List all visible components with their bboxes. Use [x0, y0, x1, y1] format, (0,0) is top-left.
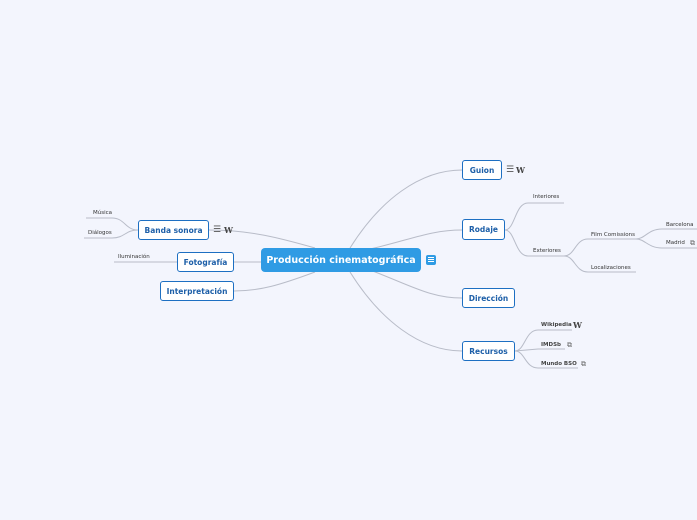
leaf-localizaciones[interactable]: Localizaciones	[591, 265, 631, 271]
link-root-direccion	[369, 269, 463, 299]
fotografia-label: Fotografía	[183, 257, 228, 267]
leaf-film-comissions[interactable]: Film Comissions	[591, 232, 635, 238]
external-link-icon[interactable]: ⧉	[690, 239, 695, 247]
wikipedia-icon[interactable]: W	[573, 320, 582, 330]
list-icon[interactable]: ☰	[506, 165, 515, 175]
root-node[interactable]: Producción cinematográfica	[261, 248, 421, 272]
link-film-madrid	[635, 238, 697, 249]
node-recursos[interactable]: Recursos	[462, 341, 515, 361]
link-root-guion	[349, 169, 463, 249]
interpretacion-label: Interpretación	[166, 286, 228, 296]
link-film-barcelona	[635, 228, 697, 240]
node-banda-sonora[interactable]: Banda sonora	[138, 220, 209, 240]
node-interpretacion[interactable]: Interpretación	[160, 281, 234, 301]
node-guion[interactable]: Guion	[462, 160, 502, 180]
link-rodaje-interiores	[504, 202, 564, 231]
wikipedia-icon[interactable]: W	[516, 165, 525, 175]
link-recursos-mundo	[514, 350, 578, 369]
leaf-madrid[interactable]: Madrid	[666, 240, 685, 246]
node-fotografia[interactable]: Fotografía	[177, 252, 234, 272]
link-exteriores-film	[563, 238, 636, 257]
link-root-rodaje	[369, 229, 463, 250]
banda-sonora-label: Banda sonora	[144, 225, 203, 235]
external-link-icon[interactable]: ⧉	[567, 341, 572, 349]
recursos-label: Recursos	[469, 346, 508, 356]
node-rodaje[interactable]: Rodaje	[462, 219, 505, 240]
external-link-icon[interactable]: ⧉	[581, 360, 586, 368]
link-root-recursos	[349, 271, 463, 352]
guion-label: Guion	[469, 165, 495, 175]
leaf-interiores[interactable]: Interiores	[533, 194, 560, 200]
list-icon[interactable]: ☰	[213, 225, 222, 235]
leaf-wikipedia[interactable]: Wikipedia	[541, 322, 572, 328]
direccion-label: Dirección	[468, 293, 509, 303]
wikipedia-icon[interactable]: W	[224, 225, 233, 235]
note-icon[interactable]	[426, 255, 436, 265]
link-root-interpretacion	[233, 271, 316, 292]
leaf-musica[interactable]: Música	[93, 210, 113, 216]
leaf-mundo-bso[interactable]: Mundo BSO	[541, 361, 577, 367]
link-banda-dialogos	[84, 229, 139, 239]
link-rodaje-exteriores	[504, 229, 564, 257]
leaf-iluminacion[interactable]: Iluminación	[118, 254, 150, 260]
node-direccion[interactable]: Dirección	[462, 288, 515, 308]
leaf-exteriores[interactable]: Exteriores	[533, 248, 561, 254]
leaf-dialogos[interactable]: Diálogos	[88, 230, 112, 236]
link-recursos-wiki	[514, 329, 572, 352]
link-recursos-imdb	[514, 348, 565, 352]
link-exteriores-loc	[563, 255, 636, 273]
rodaje-label: Rodaje	[468, 225, 498, 234]
root-label: Producción cinematográfica	[266, 254, 416, 266]
leaf-barcelona[interactable]: Barcelona	[666, 222, 694, 228]
link-root-banda	[208, 229, 316, 249]
link-banda-musica	[86, 217, 139, 231]
leaf-imdb[interactable]: IMDSb	[541, 342, 561, 348]
